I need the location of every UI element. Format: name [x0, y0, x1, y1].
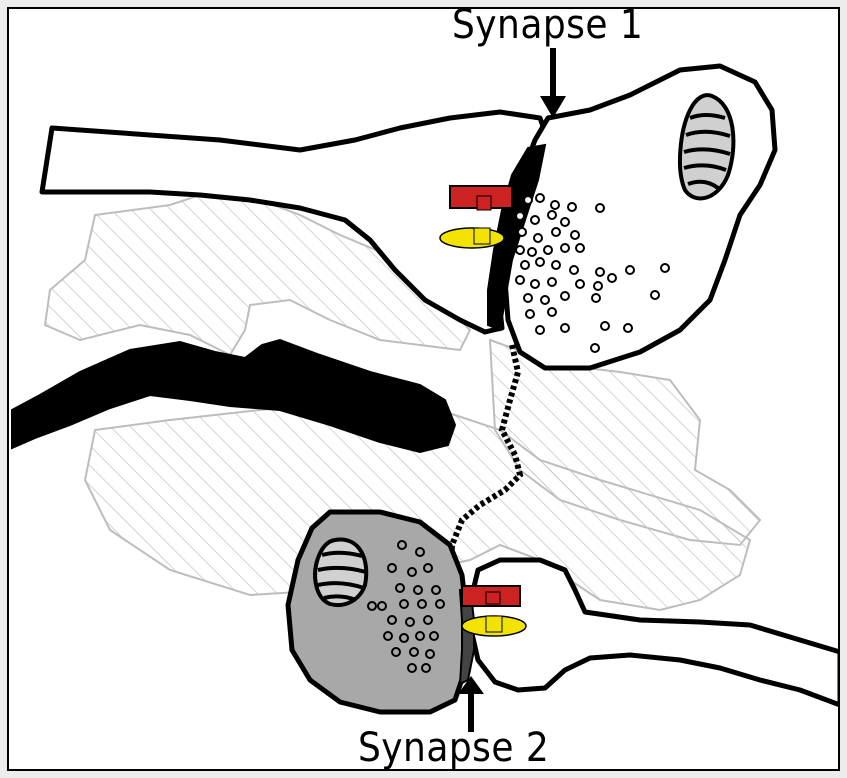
- synapse-1-label: Synapse 1: [452, 2, 643, 48]
- lower-terminal: [288, 512, 468, 712]
- mitochondrion-lower: [315, 540, 366, 605]
- mitochondrion-upper: [680, 95, 733, 198]
- synapse-2-label: Synapse 2: [358, 725, 549, 771]
